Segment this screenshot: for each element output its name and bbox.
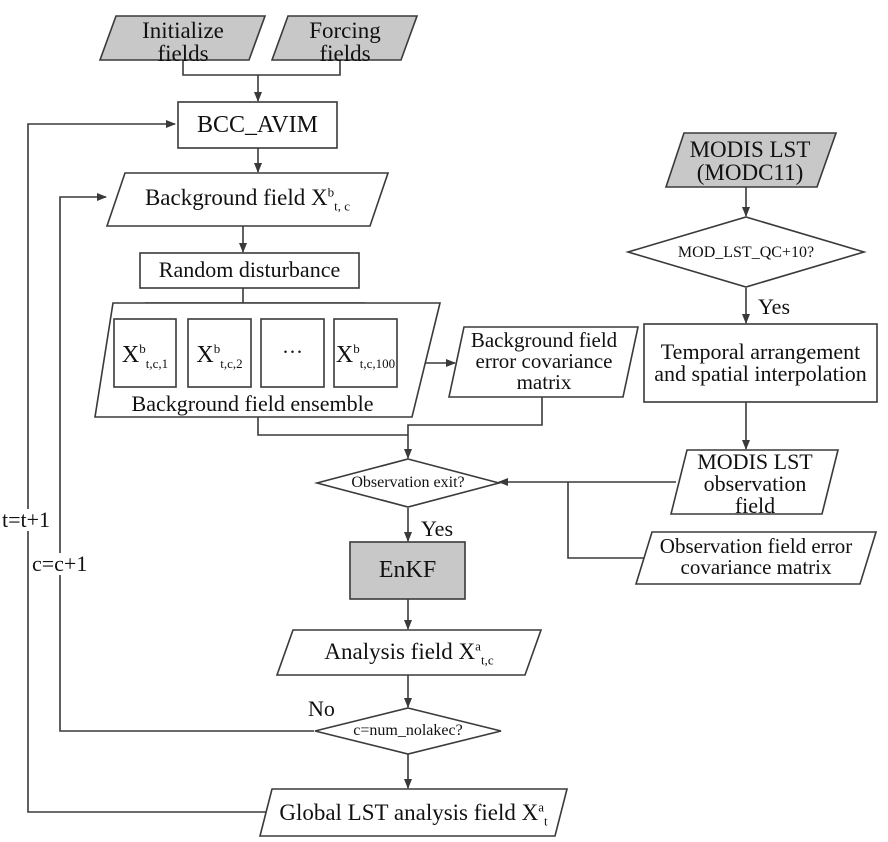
- analysis-label-text: Analysis field X: [324, 639, 476, 664]
- member-box-4: [333, 318, 398, 388]
- member-1-label: Xbt,c,1: [114, 341, 176, 370]
- member-2-base: X: [196, 342, 214, 368]
- initialize-label-line1: Initialize: [142, 18, 224, 43]
- bg-cov-line2: error covariance: [475, 349, 613, 373]
- modis-line1: MODIS LST: [689, 137, 811, 162]
- initialize-label-line2: fields: [157, 41, 209, 66]
- member-4-base: X: [335, 342, 354, 368]
- member-3-label: ···: [282, 340, 303, 364]
- member-2-sub: t,c,2: [220, 355, 243, 371]
- edge-obscov-merge: [567, 482, 652, 559]
- analysis-label-sub: t,c: [480, 652, 494, 668]
- qc-node: [625, 216, 867, 288]
- global-label-sup: a: [538, 799, 545, 815]
- yes-obs-label: Yes: [421, 516, 454, 541]
- modis-obs-line2: observation: [703, 471, 807, 496]
- cnum-label: c=num_nolakec?: [353, 722, 463, 739]
- bg-cov-line1: Background field: [470, 328, 618, 352]
- analysis-label: Analysis field Xat,c: [277, 638, 541, 666]
- obsexit-node: [313, 458, 503, 508]
- initialize-label: Initialize fields: [108, 19, 258, 65]
- bg-cov-label: Background field error covariance matrix: [448, 330, 640, 393]
- modis-node: [664, 132, 838, 188]
- member-box-3: [260, 318, 325, 388]
- temporal-line1: Temporal arrangement: [660, 339, 861, 364]
- modis-obs-line3: field: [734, 493, 776, 518]
- global-node: [258, 788, 569, 837]
- obs-cov-node: [634, 531, 878, 585]
- edge-initialize: [182, 60, 258, 76]
- member-4-sup: b: [353, 341, 360, 356]
- modis-obs-line1: MODIS LST: [697, 449, 813, 474]
- random-label: Random disturbance: [158, 257, 341, 282]
- enkf-node: [349, 541, 466, 600]
- temporal-line2: and spatial interpolation: [654, 361, 867, 386]
- ensemble-caption: Background field ensemble: [131, 391, 374, 416]
- analysis-label-sup: a: [475, 638, 481, 654]
- member-box-2: [187, 318, 252, 388]
- modis-obs-label: MODIS LST observation field: [675, 451, 835, 517]
- bg-cov-line3: matrix: [516, 370, 572, 394]
- member-1-sup: b: [139, 341, 146, 356]
- obs-cov-label: Observation field error covariance matri…: [640, 536, 872, 578]
- background-label: Background field Xbt, c: [107, 184, 388, 212]
- global-label-text: Global LST analysis field X: [279, 800, 539, 825]
- forcing-node: [270, 15, 419, 61]
- model-node: [177, 101, 338, 149]
- no-label: No: [308, 696, 335, 721]
- initialize-node: [98, 15, 267, 61]
- model-label: BCC_AVIM: [197, 112, 318, 138]
- temporal-node: [643, 323, 878, 403]
- cnum-node: [314, 707, 502, 755]
- yes-qc-label: Yes: [758, 294, 791, 319]
- temporal-label: Temporal arrangement and spatial interpo…: [644, 341, 877, 385]
- member-2-sup: b: [213, 341, 221, 356]
- member-1-base: X: [121, 342, 140, 368]
- background-label-sup: b: [327, 184, 335, 200]
- background-label-sub: t, c: [334, 198, 351, 214]
- c-loop-label: c=c+1: [32, 553, 94, 575]
- obs-cov-line1: Observation field error: [659, 534, 853, 558]
- edge-t-loop: [27, 120, 270, 813]
- edge-forcing: [258, 60, 341, 76]
- background-label-text: Background field X: [144, 185, 328, 210]
- random-node: [139, 252, 360, 289]
- bg-cov-node: [448, 326, 639, 398]
- global-label-sub: t: [544, 813, 548, 829]
- background-node: [105, 172, 390, 227]
- edge-ensemble-merge: [257, 417, 408, 436]
- t-loop-label: t=t+1: [2, 509, 58, 531]
- forcing-label-line1: Forcing: [309, 18, 381, 43]
- member-2-label: Xbt,c,2: [188, 341, 251, 370]
- qc-label: MOD_LST_QC+10?: [677, 244, 815, 261]
- modis-label: MODIS LST (MODC11): [670, 138, 830, 184]
- enkf-label: EnKF: [378, 557, 437, 583]
- global-label: Global LST analysis field Xat: [262, 799, 565, 827]
- edge-bgcov-merge: [407, 397, 543, 435]
- obsexit-label: Observation exit?: [351, 474, 465, 491]
- member-1-sub: t,c,1: [145, 355, 169, 371]
- member-box-1: [113, 318, 177, 388]
- edge-c-loop: [59, 193, 314, 732]
- member-4-label: Xbt,c,100: [332, 341, 399, 370]
- obs-cov-line2: covariance matrix: [680, 555, 832, 579]
- analysis-node: [275, 629, 543, 676]
- forcing-label: Forcing fields: [280, 19, 410, 65]
- modis-obs-node: [669, 449, 840, 515]
- modis-line2: (MODC11): [696, 160, 804, 185]
- member-4-sub: t,c,100: [359, 355, 396, 371]
- forcing-label-line2: fields: [319, 41, 371, 66]
